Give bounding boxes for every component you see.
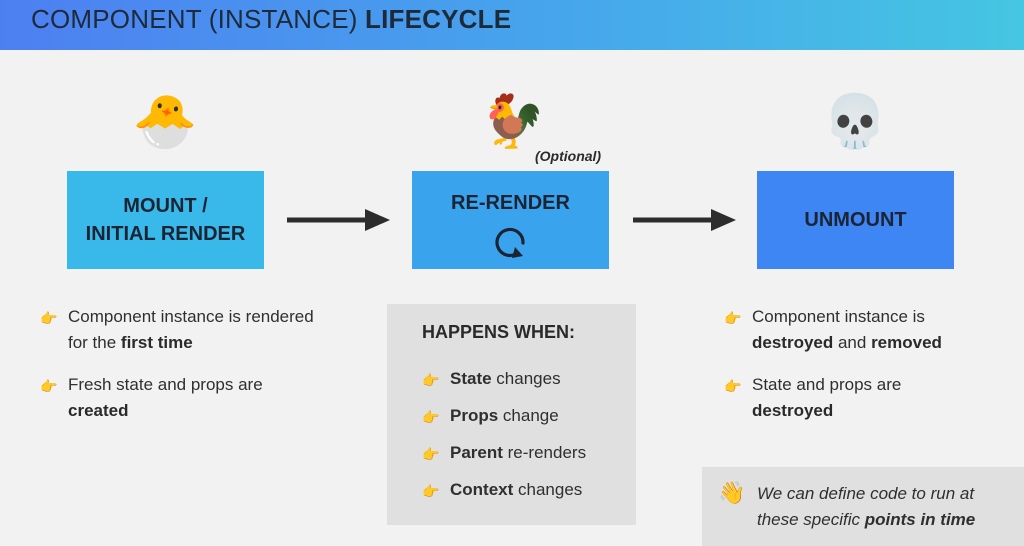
refresh-cycle-icon <box>494 227 525 258</box>
arrow-mount-to-rerender <box>287 209 390 231</box>
waving-hand-icon: 👋 <box>718 481 746 506</box>
pointing-hand-icon: 👉 <box>422 484 440 500</box>
list-item: 👉Props change <box>422 403 586 429</box>
list-item: 👉State changes <box>422 366 586 392</box>
pointing-hand-icon: 👉 <box>422 373 440 389</box>
pointing-hand-icon: 👉 <box>422 447 440 463</box>
pointing-hand-icon: 👉 <box>40 379 58 395</box>
pointing-hand-icon: 👉 <box>724 311 742 327</box>
list-item: 👉Context changes <box>422 477 586 503</box>
pointing-hand-icon: 👉 <box>40 311 58 327</box>
skull-icon: 💀 <box>822 92 888 152</box>
unmount-bullet-2: 👉 State and props are destroyed <box>724 375 902 420</box>
happens-when-title: HAPPENS WHEN: <box>422 322 576 342</box>
title-regular: COMPONENT (INSTANCE) <box>31 4 366 34</box>
unmount-label: UNMOUNT <box>804 209 907 231</box>
hatching-chick-icon: 🐣 <box>132 92 198 152</box>
mount-label-line2: INITIAL RENDER <box>85 223 246 245</box>
mount-bullets: 👉 Component instance is rendered for the… <box>40 304 330 440</box>
happens-when-list: 👉State changes 👉Props change 👉Parent re-… <box>422 366 586 514</box>
list-item: 👉Parent re-renders <box>422 440 586 466</box>
rerender-box: RE-RENDER <box>412 171 609 269</box>
title-bold: LIFECYCLE <box>365 4 512 34</box>
mount-bullet-2: 👉 Fresh state and props are created <box>40 375 263 420</box>
header-bar: COMPONENT (INSTANCE) LIFECYCLE <box>0 0 1024 50</box>
happens-when-panel: HAPPENS WHEN: 👉State changes 👉Props chan… <box>387 304 636 525</box>
arrow-rerender-to-unmount <box>633 209 736 231</box>
mount-label-line1: MOUNT / <box>123 195 208 217</box>
rooster-icon: 🐓 <box>480 92 546 152</box>
pointing-hand-icon: 👉 <box>724 379 742 395</box>
note-text: We can define code to run at these speci… <box>757 484 976 529</box>
unmount-bullet-1: 👉 Component instance is destroyed and re… <box>724 307 942 352</box>
mount-box: MOUNT / INITIAL RENDER <box>67 171 264 269</box>
pointing-hand-icon: 👉 <box>422 410 440 426</box>
unmount-bullets: 👉 Component instance is destroyed and re… <box>724 304 984 440</box>
page-title: COMPONENT (INSTANCE) LIFECYCLE <box>31 3 511 35</box>
mount-bullet-1: 👉 Component instance is rendered for the… <box>40 307 314 352</box>
note-box: 👋 We can define code to run at these spe… <box>702 467 1024 546</box>
optional-label: (Optional) <box>535 148 602 164</box>
rerender-label: RE-RENDER <box>451 192 570 214</box>
unmount-box: UNMOUNT <box>757 171 954 269</box>
